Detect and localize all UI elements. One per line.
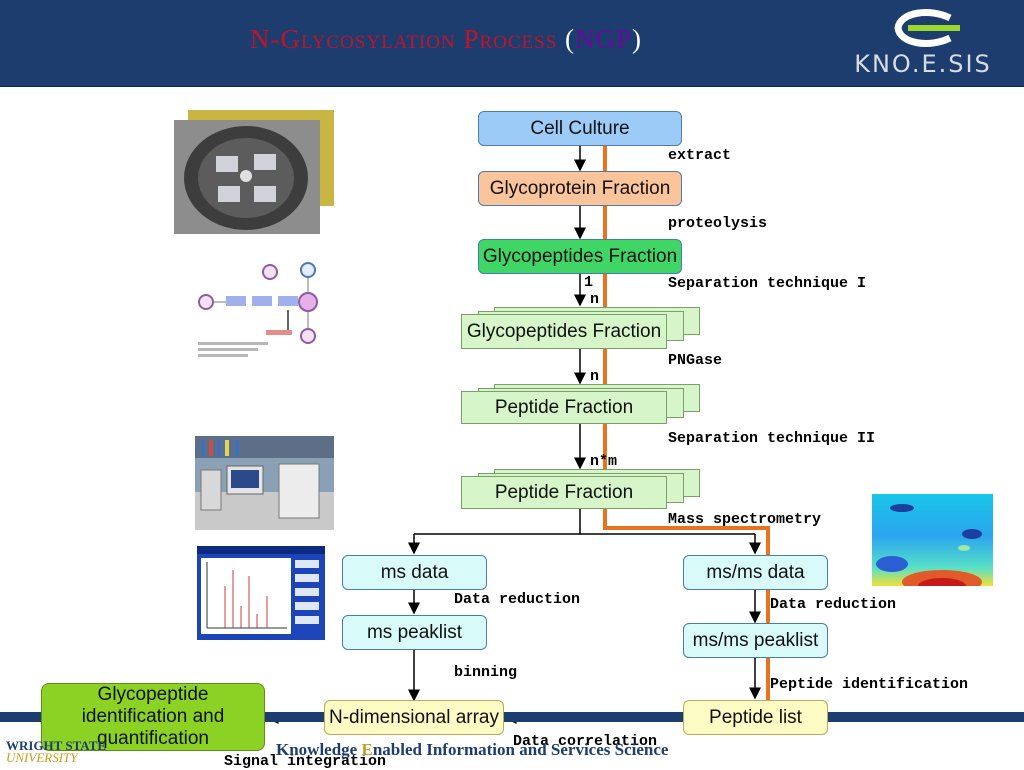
university-line2: UNIVERSITY: [6, 750, 78, 765]
node-peptide-list: Peptide list: [683, 700, 828, 735]
label-data-reduction-msms: Data reduction: [770, 596, 897, 613]
node-peptide-fraction-1: Peptide Fraction: [461, 391, 667, 424]
node-glycopeptide-identification: Glycopeptide identification and quantifi…: [41, 683, 265, 751]
node-msms-data: ms/ms data: [683, 555, 828, 590]
spectrum-software-screenshot: [197, 546, 325, 640]
label-data-correlation: Data correlation: [513, 733, 658, 750]
logo-text: KNO.E.SIS: [854, 50, 992, 78]
label-pngase: PNGase: [668, 352, 723, 369]
title-paren-close: ): [632, 24, 643, 54]
label-separation-1: Separation technique I: [668, 275, 867, 292]
title-paren-open: (: [565, 24, 576, 54]
label-extract: extract: [668, 147, 732, 164]
title-main: N-Glycosylation Process: [250, 24, 558, 54]
footer-tagline: Knowledge Enabled Information and Servic…: [276, 740, 668, 760]
knoesis-logo: KNO.E.SIS: [838, 6, 1008, 80]
title-acronym: NGP: [575, 24, 633, 54]
header-bar: [0, 0, 1024, 87]
node-peptide-fraction-2: Peptide Fraction: [461, 476, 667, 509]
label-separation-2: Separation technique II: [668, 430, 876, 447]
node-n-dimensional-array: N-dimensional array: [324, 700, 504, 735]
tagline-pre: Knowledge: [276, 740, 362, 759]
label-mass-spectrometry: Mass spectrometry: [668, 511, 822, 528]
heatmap-image: [872, 494, 993, 586]
node-msms-peaklist: ms/ms peaklist: [683, 623, 828, 658]
page-title: N-Glycosylation Process (NGP): [250, 24, 642, 55]
cardinality-one: 1: [584, 274, 594, 291]
cardinality-n-times-m: n*m: [590, 453, 618, 470]
label-peptide-identification: Peptide identification: [770, 676, 969, 693]
footer-band: [0, 712, 1024, 722]
glycosylation-pathway-diagram: [196, 260, 326, 360]
tagline-post: nabled Information and Services Science: [372, 740, 669, 759]
node-ms-data: ms data: [342, 555, 487, 590]
node-glycoprotein-fraction: Glycoprotein Fraction: [478, 171, 682, 206]
knoesis-logo-mark: [894, 9, 960, 47]
cardinality-n-a: n: [590, 291, 600, 308]
label-signal-integration: Signal integration: [224, 753, 387, 770]
node-glycopeptides-fraction: Glycopeptides Fraction: [478, 239, 682, 274]
tagline-e: E: [361, 740, 373, 759]
university-line1: WRIGHT STATE: [6, 738, 107, 753]
node-ms-peaklist: ms peaklist: [342, 615, 487, 650]
label-proteolysis: proteolysis: [668, 215, 768, 232]
label-data-reduction-ms: Data reduction: [454, 591, 581, 608]
label-binning: binning: [454, 664, 518, 681]
node-glycopeptides-fraction-stack: Glycopeptides Fraction: [461, 314, 667, 349]
cardinality-n-b: n: [590, 368, 600, 385]
lab-instrument-photo: [195, 436, 334, 530]
centrifuge-photo: [174, 110, 334, 234]
university-logo: WRIGHT STATE UNIVERSITY: [6, 738, 107, 765]
node-cell-culture: Cell Culture: [478, 111, 682, 146]
